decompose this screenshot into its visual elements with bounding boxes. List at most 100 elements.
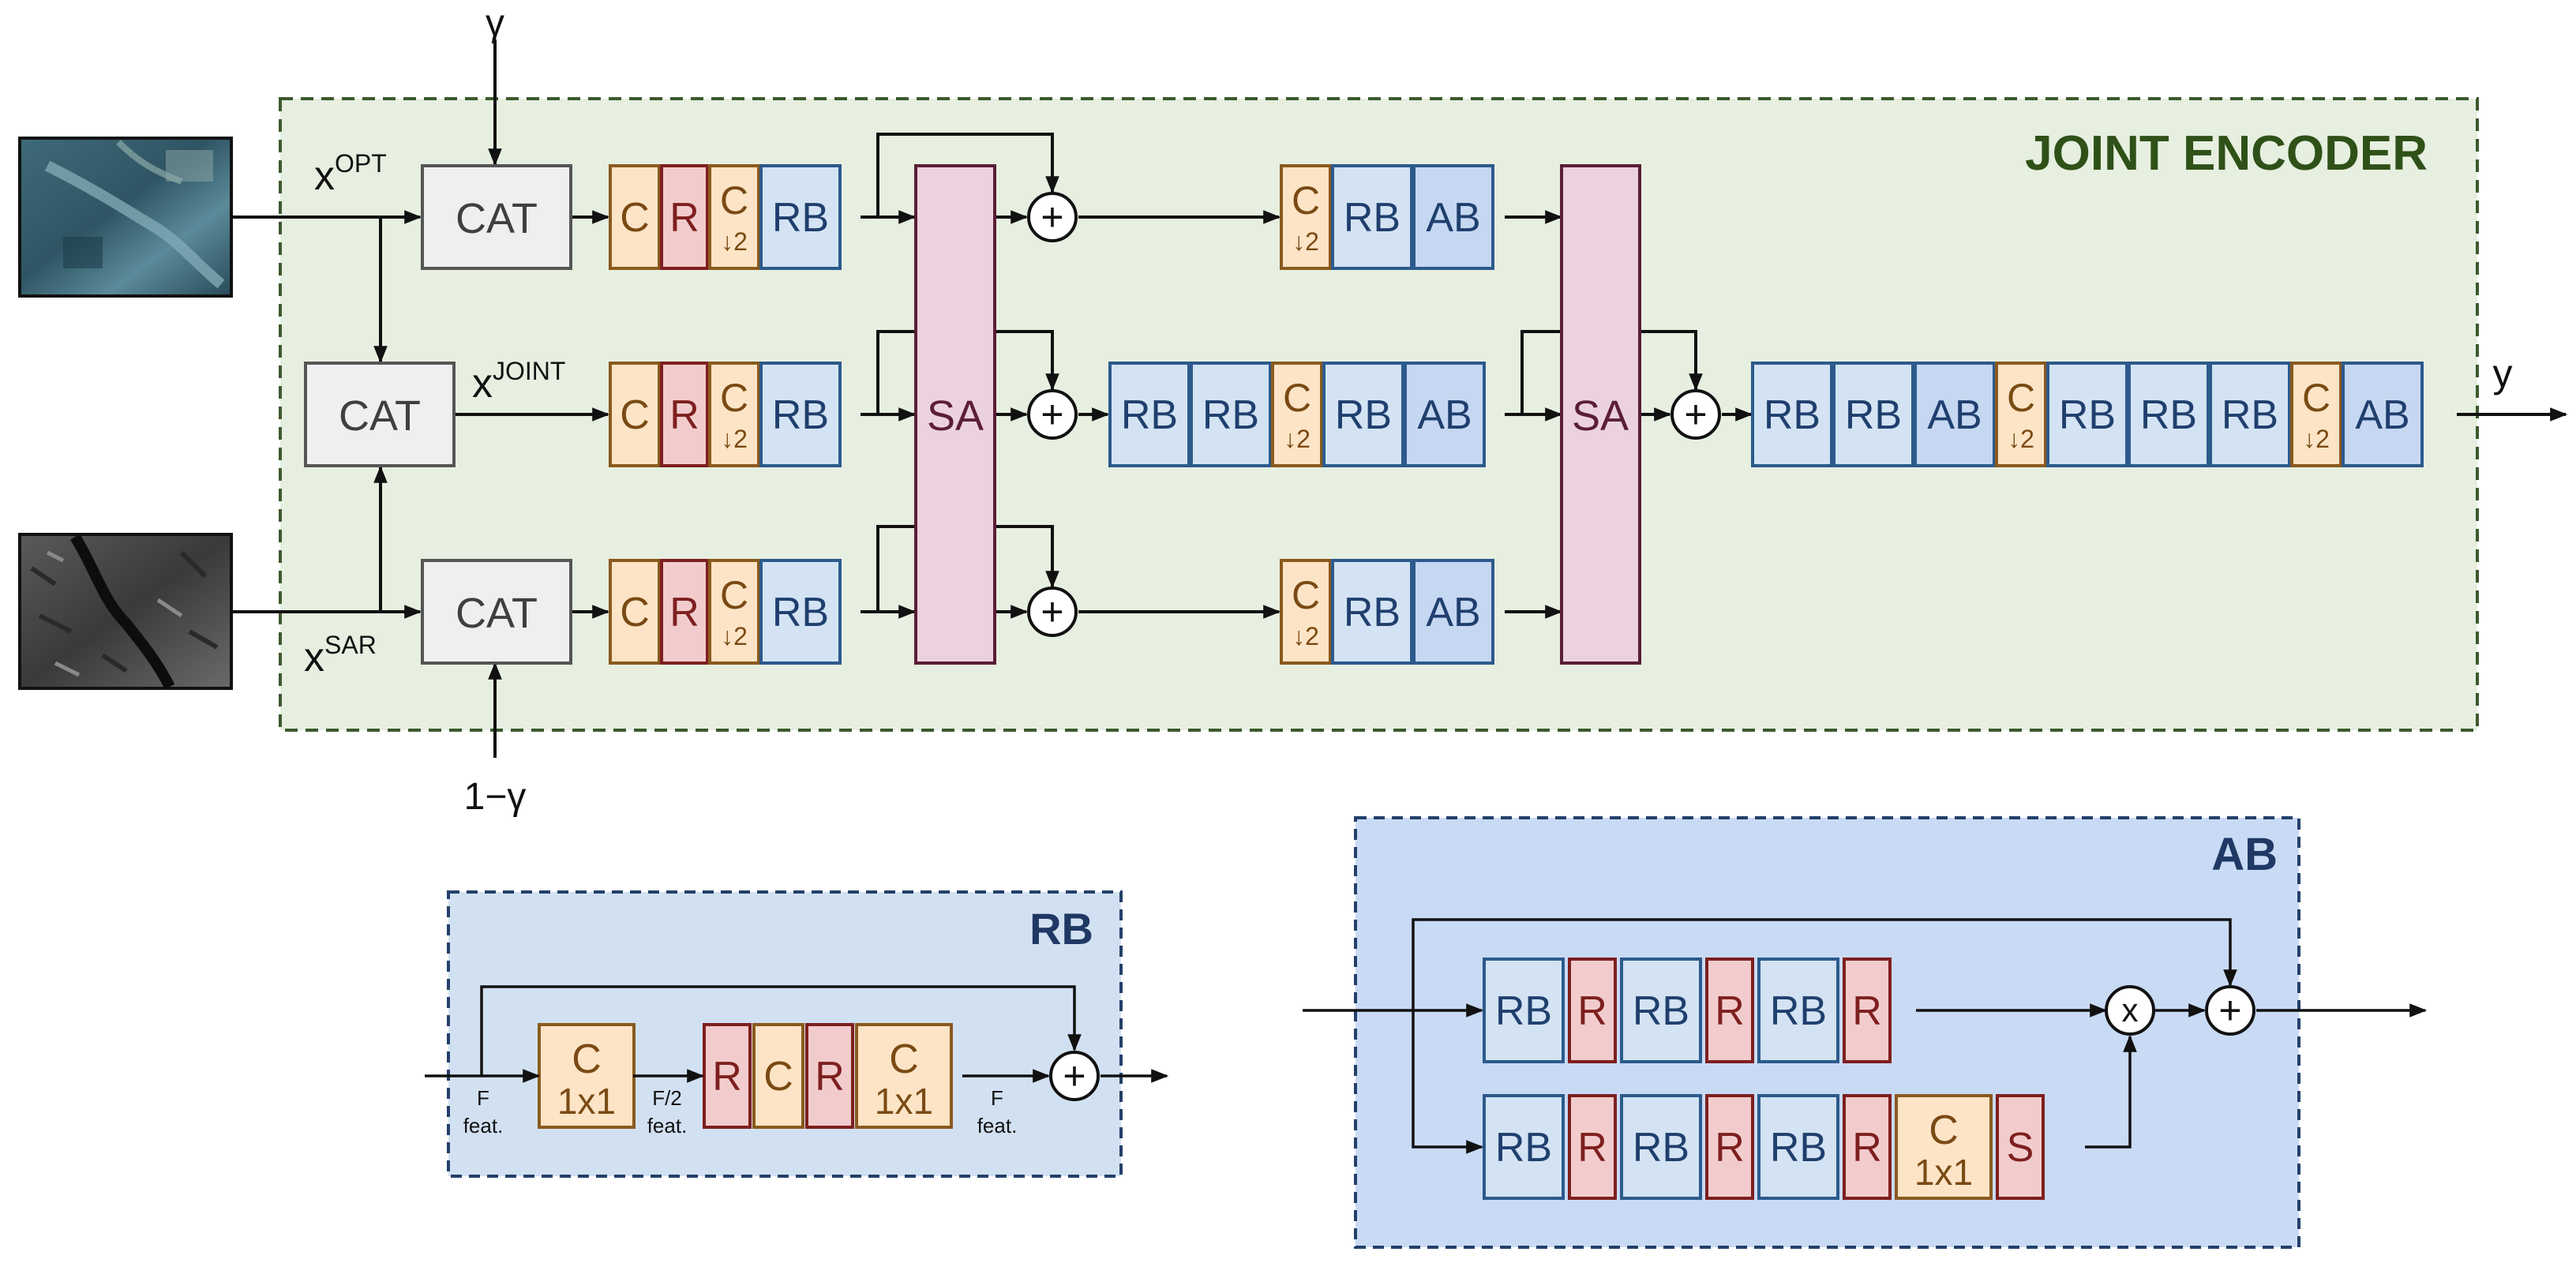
svg-text:+: +: [1063, 1054, 1086, 1098]
svg-text:+: +: [1041, 195, 1063, 239]
plus-node-opt: +: [1027, 192, 1078, 242]
rbd-chain-r-2: R: [805, 1023, 854, 1129]
svg-text:RB: RB: [1633, 988, 1689, 1034]
svg-text:AB: AB: [2355, 392, 2409, 438]
svg-text:1−γ: 1−γ: [464, 776, 527, 818]
svg-text:RB: RB: [2222, 392, 2278, 438]
svg-text:xOPT: xOPT: [314, 149, 387, 199]
svg-text:C: C: [2007, 376, 2035, 420]
svg-text:R: R: [1715, 1125, 1745, 1171]
enc-final-ab-8: AB: [2342, 362, 2424, 467]
output-y-label: y: [2493, 351, 2513, 395]
ab-multiply-node: x: [2105, 985, 2155, 1036]
enc-final-rb-0: RB: [1751, 362, 1833, 467]
svg-text:R: R: [1577, 988, 1607, 1034]
enc-joint-stage1-c-0: C: [609, 362, 661, 467]
svg-text:RB: RB: [2140, 392, 2197, 438]
enc-final-rb-1: RB: [1832, 362, 1914, 467]
svg-text:R: R: [815, 1054, 845, 1100]
sa-block-1: SA: [914, 164, 996, 665]
enc-sar-stage1-c-0: C: [609, 559, 661, 665]
svg-text:γ: γ: [486, 2, 504, 44]
svg-text:R: R: [669, 590, 699, 635]
svg-text:+: +: [2218, 988, 2241, 1033]
joint-encoder-title: JOINT ENCODER: [2025, 126, 2428, 181]
feat-word-in: feat.: [463, 1114, 504, 1137]
svg-text:y: y: [2493, 351, 2513, 395]
x-sar-label: xSAR: [304, 631, 377, 680]
svg-text:C: C: [889, 1036, 919, 1082]
svg-text:RB: RB: [1633, 1125, 1689, 1171]
enc-joint-stage2-rb-1: RB: [1190, 362, 1272, 467]
svg-text:RB: RB: [1495, 988, 1552, 1034]
svg-text:R: R: [712, 1054, 742, 1100]
enc-final-cd-7: C↓2: [2290, 362, 2342, 467]
sar-image: [18, 533, 233, 690]
x-opt-label: xOPT: [314, 149, 387, 199]
enc-final-rb-5: RB: [2128, 362, 2210, 467]
enc-opt-stage2-ab-2: AB: [1412, 164, 1494, 270]
svg-text:RB: RB: [1344, 590, 1400, 635]
feat-f-out: F: [991, 1086, 1003, 1110]
svg-text:RB: RB: [772, 392, 829, 438]
svg-text:CAT: CAT: [456, 590, 538, 637]
abd-bottom-rb-2: RB: [1620, 1094, 1702, 1200]
svg-text:CAT: CAT: [456, 195, 538, 242]
svg-text:SA: SA: [927, 392, 984, 440]
svg-text:CAT: CAT: [339, 392, 421, 440]
gamma-bottom-label: 1−γ: [464, 776, 527, 818]
abd-bottom-rb-4: RB: [1757, 1094, 1839, 1200]
abd-top-r-1: R: [1568, 958, 1617, 1063]
svg-text:R: R: [1852, 1125, 1882, 1171]
cat-block-joint: CAT: [304, 362, 456, 467]
abd-bottom-rb-0: RB: [1483, 1094, 1565, 1200]
enc-final-ab-2: AB: [1914, 362, 1996, 467]
feat-word-out: feat.: [977, 1114, 1018, 1137]
enc-sar-stage2-rb-1: RB: [1331, 559, 1413, 665]
svg-text:C: C: [1283, 376, 1311, 420]
svg-text:RB: RB: [1845, 392, 1902, 438]
abd-top-rb-2: RB: [1620, 958, 1702, 1063]
enc-final-rb-6: RB: [2209, 362, 2291, 467]
svg-text:R: R: [669, 392, 699, 438]
svg-text:xJOINT: xJOINT: [472, 357, 565, 407]
svg-text:SA: SA: [1572, 392, 1629, 440]
enc-sar-stage2-cd-0: C↓2: [1280, 559, 1332, 665]
svg-text:S: S: [2007, 1125, 2034, 1171]
svg-text:+: +: [1041, 590, 1063, 634]
svg-text:RB: RB: [772, 590, 829, 635]
svg-text:RB: RB: [1344, 195, 1400, 241]
rbd-chain-r-0: R: [703, 1023, 752, 1129]
svg-text:RB: RB: [1770, 988, 1827, 1034]
enc-sar-stage2-ab-2: AB: [1412, 559, 1494, 665]
rb-feature-labels: F feat. F/2 feat. F feat.: [463, 1086, 1018, 1137]
enc-opt-stage1-c-0: C: [609, 164, 661, 270]
feat-half: F/2: [652, 1086, 682, 1110]
abd-top-r-5: R: [1843, 958, 1892, 1063]
enc-sar-stage1-cd-2: C↓2: [708, 559, 760, 665]
svg-text:↓2: ↓2: [1292, 227, 1319, 256]
optical-image: [18, 137, 233, 298]
svg-text:+: +: [1684, 392, 1707, 437]
svg-text:RB: RB: [1770, 1125, 1827, 1171]
enc-final-cd-3: C↓2: [1995, 362, 2047, 467]
svg-text:C: C: [620, 590, 650, 635]
ab-panel-title: AB: [2211, 829, 2278, 880]
plus-node-sar: +: [1027, 587, 1078, 637]
abd-top-rb-4: RB: [1757, 958, 1839, 1063]
svg-text:x: x: [2122, 991, 2139, 1029]
svg-text:1x1: 1x1: [557, 1081, 616, 1122]
abd-bottom-s-7: S: [1996, 1094, 2045, 1200]
svg-text:↓2: ↓2: [1292, 622, 1319, 650]
svg-text:C: C: [620, 392, 650, 438]
enc-joint-stage1-r-1: R: [660, 362, 709, 467]
rb-panel-title: RB: [1029, 904, 1093, 954]
enc-final-rb-4: RB: [2046, 362, 2128, 467]
abd-bottom-r-3: R: [1705, 1094, 1754, 1200]
svg-text:C: C: [2302, 376, 2330, 420]
enc-joint-stage2-rb-3: RB: [1322, 362, 1404, 467]
